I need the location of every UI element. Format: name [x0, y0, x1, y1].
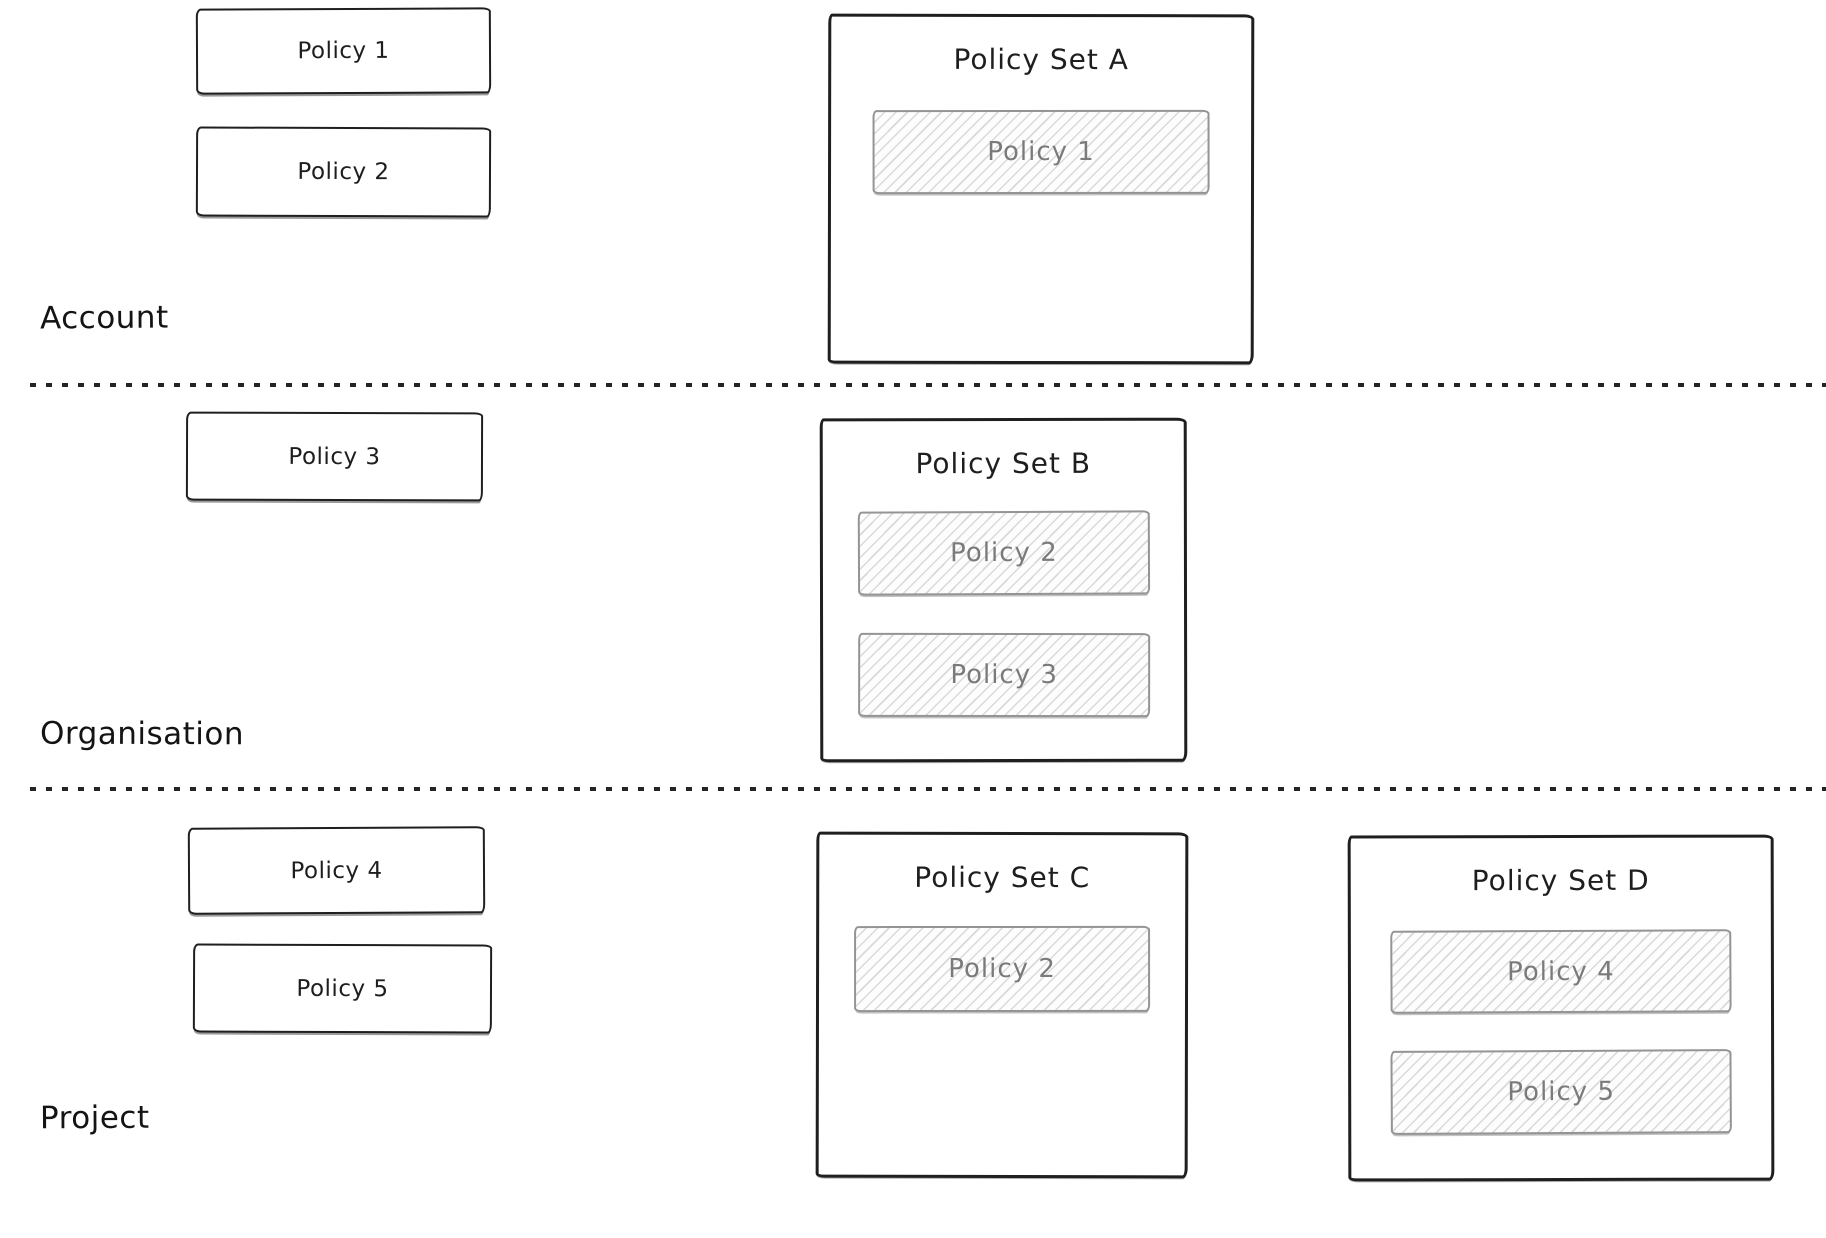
policy-set-b-member-policy-3: Policy 3	[857, 632, 1150, 718]
policy-set-c-member-policy-2-label: Policy 2	[948, 953, 1056, 985]
policy-box-policy-2-label: Policy 2	[297, 158, 390, 186]
policy-set-a: Policy Set A Policy 1	[827, 13, 1255, 365]
policy-box-policy-3: Policy 3	[185, 411, 484, 502]
policy-set-b-member-policy-2-label: Policy 2	[949, 537, 1058, 569]
policy-box-policy-1: Policy 1	[195, 7, 492, 95]
tier-label-account: Account	[39, 299, 169, 337]
policy-box-policy-2: Policy 2	[195, 126, 492, 218]
policy-set-a-member-policy-1-label: Policy 1	[987, 136, 1095, 168]
policy-set-d: Policy Set D Policy 4 Policy 5	[1347, 834, 1775, 1182]
policy-set-a-title: Policy Set A	[953, 42, 1129, 77]
policy-set-b: Policy Set B Policy 2 Policy 3	[819, 417, 1188, 763]
policy-box-policy-5: Policy 5	[192, 943, 493, 1034]
policy-box-policy-5-label: Policy 5	[296, 975, 389, 1002]
policy-set-d-member-policy-5-label: Policy 5	[1507, 1076, 1616, 1108]
policy-box-policy-4-label: Policy 4	[290, 857, 383, 884]
policy-set-b-member-policy-3-label: Policy 3	[949, 659, 1058, 691]
policy-box-policy-4: Policy 4	[187, 826, 486, 915]
policy-box-policy-1-label: Policy 1	[297, 37, 390, 65]
policy-set-d-member-policy-4: Policy 4	[1390, 929, 1732, 1014]
tier-label-project: Project	[39, 1099, 150, 1137]
policy-set-c: Policy Set C Policy 2	[815, 831, 1189, 1179]
policy-set-d-title: Policy Set D	[1471, 863, 1650, 898]
policy-set-d-member-policy-4-label: Policy 4	[1507, 956, 1615, 987]
policy-set-c-member-policy-2: Policy 2	[854, 925, 1151, 1013]
tier-divider-organisation-project	[30, 787, 1826, 791]
policy-set-a-member-policy-1: Policy 1	[872, 109, 1210, 195]
policy-set-b-title: Policy Set B	[915, 446, 1092, 481]
policy-set-c-title: Policy Set C	[914, 860, 1091, 895]
policy-set-b-member-policy-2: Policy 2	[857, 510, 1150, 596]
policy-set-d-member-policy-5: Policy 5	[1390, 1049, 1732, 1135]
tier-label-organisation: Organisation	[39, 715, 245, 753]
policy-box-policy-3-label: Policy 3	[288, 443, 381, 470]
tier-divider-account-organisation	[30, 383, 1826, 387]
